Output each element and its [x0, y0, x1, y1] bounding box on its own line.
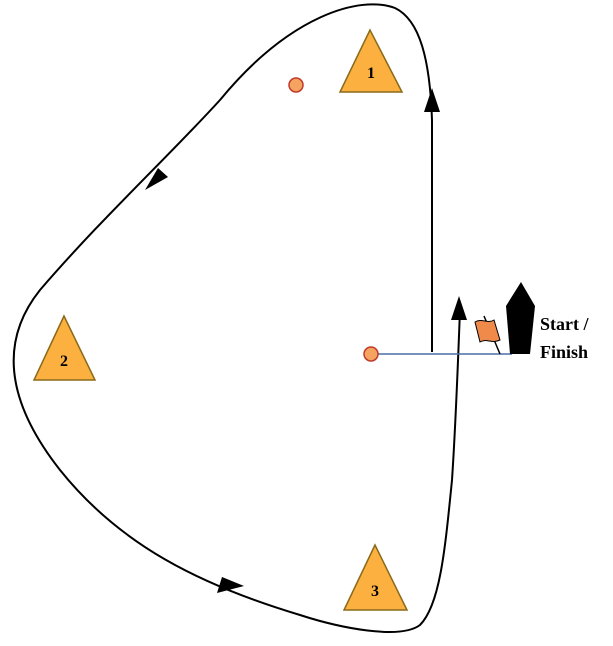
mark-1-label: 1: [367, 65, 375, 82]
direction-arrow-down-right: [217, 577, 244, 593]
direction-arrow-up-right: [424, 88, 440, 112]
direction-arrow-down-left: [145, 168, 168, 190]
start-finish-label-line2: Finish: [540, 342, 588, 362]
direction-arrow-up-center: [451, 296, 467, 320]
small-buoy-top: [288, 77, 304, 93]
committee-boat-icon: [506, 282, 535, 354]
mark-3-label: 3: [371, 583, 379, 600]
mark-3: 3: [342, 543, 409, 611]
flag-icon: [474, 315, 501, 355]
mark-2: 2: [32, 314, 97, 381]
mark-2-label: 2: [60, 353, 68, 370]
small-buoy-center: [363, 346, 379, 362]
mark-1: 1: [338, 28, 404, 93]
course-route: [12, 3, 461, 633]
start-finish-label-line1: Start /: [540, 314, 589, 334]
